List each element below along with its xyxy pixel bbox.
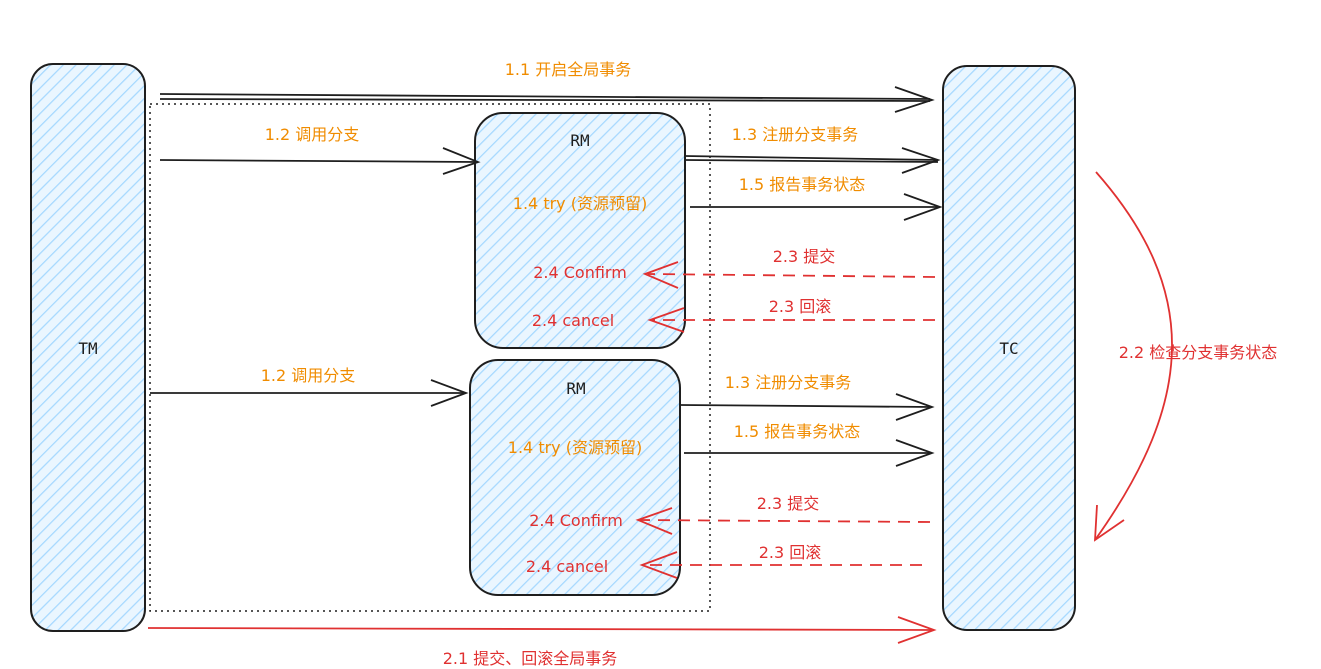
arrow-report-1	[690, 193, 943, 221]
rm-node-top: RM	[474, 112, 686, 349]
arrow-call-branch-1	[159, 147, 481, 175]
arrow-report-2	[684, 439, 935, 467]
rm-top-label: RM	[570, 131, 589, 150]
label-try-2: 1.4 try (资源预留)	[508, 438, 642, 457]
rm-node-bottom: RM	[469, 359, 681, 596]
tc-label: TC	[999, 339, 1018, 358]
label-check-status: 2.2 检查分支事务状态	[1119, 343, 1278, 362]
label-register-1: 1.3 注册分支事务	[732, 125, 859, 144]
label-report-2: 1.5 报告事务状态	[734, 422, 861, 441]
label-try-1: 1.4 try (资源预留)	[513, 194, 647, 213]
label-rollback-2: 2.3 回滚	[759, 543, 822, 562]
label-report-1: 1.5 报告事务状态	[739, 175, 866, 194]
arrow-rollback-1	[647, 307, 935, 333]
arrow-global-commit	[147, 616, 937, 644]
arrow-commit-2	[635, 507, 931, 535]
tc-node: TC	[942, 65, 1076, 631]
label-cancel-2: 2.4 cancel	[526, 557, 608, 576]
arrow-commit-1	[642, 261, 936, 289]
label-call-branch-1: 1.2 调用分支	[265, 125, 360, 144]
tm-label: TM	[78, 339, 97, 358]
arrow-open-global	[159, 86, 935, 113]
label-confirm-1: 2.4 Confirm	[533, 263, 627, 282]
arrow-register-2	[679, 393, 935, 421]
label-open-global: 1.1 开启全局事务	[505, 60, 632, 79]
arrow-call-branch-2	[150, 379, 469, 407]
arrow-check-status	[1093, 171, 1173, 542]
rm-bottom-label: RM	[566, 379, 585, 398]
label-confirm-2: 2.4 Confirm	[529, 511, 623, 530]
label-commit-2: 2.3 提交	[757, 494, 820, 513]
label-global-commit: 2.1 提交、回滚全局事务	[443, 649, 618, 668]
arrow-register-1	[684, 147, 941, 174]
label-call-branch-2: 1.2 调用分支	[261, 366, 356, 385]
label-register-2: 1.3 注册分支事务	[725, 373, 852, 392]
tm-node: TM	[30, 63, 146, 632]
label-cancel-1: 2.4 cancel	[532, 311, 614, 330]
label-commit-1: 2.3 提交	[773, 247, 836, 266]
arrow-rollback-2	[639, 551, 922, 579]
label-rollback-1: 2.3 回滚	[769, 297, 832, 316]
